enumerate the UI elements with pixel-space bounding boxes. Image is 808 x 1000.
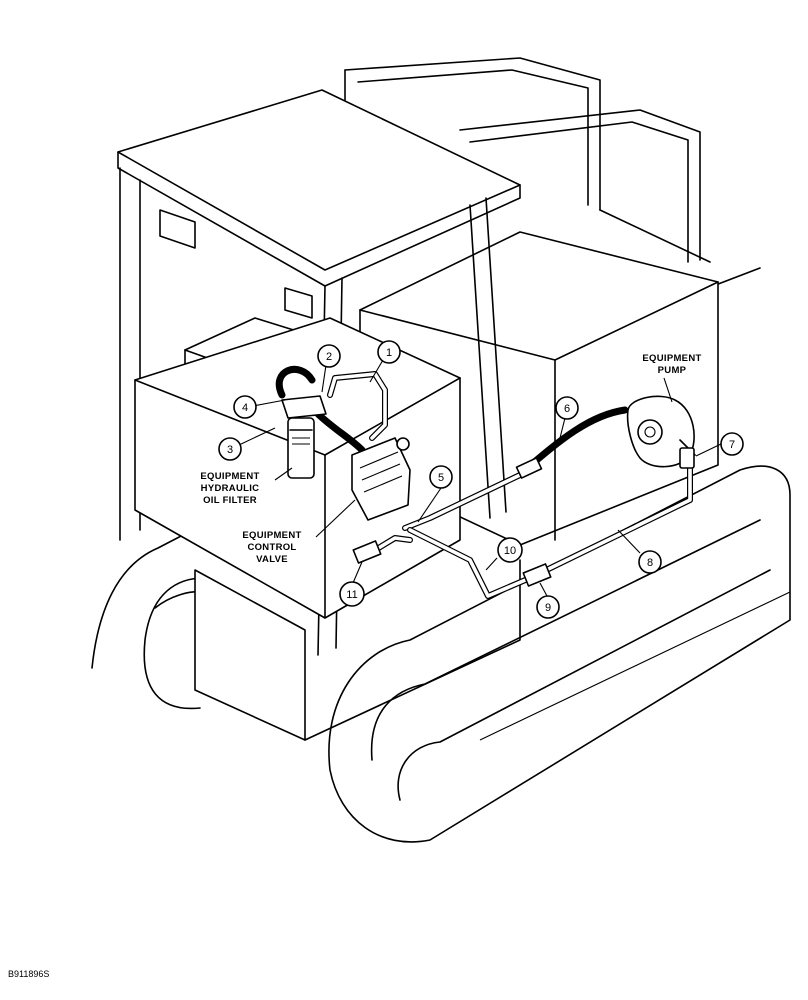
callout-10-number: 10	[504, 545, 516, 557]
callout-7-number: 7	[729, 439, 735, 451]
callout-4: 4	[233, 395, 257, 419]
rear-rops-frame	[344, 57, 711, 263]
callout-1-number: 1	[386, 347, 392, 359]
label-pump-line2: PUMP	[658, 365, 687, 376]
label-filter-line1: EQUIPMENT	[200, 471, 259, 482]
fitting-7	[679, 447, 695, 469]
callout-10: 10	[497, 537, 523, 563]
callout-1: 1	[377, 340, 401, 364]
coupler-6-end	[515, 457, 543, 479]
callout-5: 5	[429, 465, 453, 489]
label-valve-line3: VALVE	[256, 554, 288, 565]
label-filter-line3: OIL FILTER	[203, 495, 257, 506]
callout-6-number: 6	[564, 403, 570, 415]
pipe-8-10	[407, 457, 693, 599]
equipment-pump	[626, 395, 696, 468]
label-filter-line2: HYDRAULIC	[201, 483, 260, 494]
callout-8-number: 8	[647, 557, 653, 569]
label-hydraulic-oil-filter: EQUIPMENT HYDRAULIC OIL FILTER	[200, 471, 259, 506]
pipe-1	[327, 371, 388, 441]
callout-6: 6	[555, 396, 579, 420]
oil-filter	[281, 395, 327, 479]
pipe-5	[402, 472, 523, 531]
callout-5-number: 5	[438, 472, 444, 484]
callout-3-number: 3	[227, 444, 233, 456]
coupler-11	[352, 540, 382, 564]
label-valve-line2: CONTROL	[247, 542, 296, 553]
coupler-9	[522, 563, 552, 587]
callout-9: 9	[536, 595, 560, 619]
hose-4-to-2-loop	[275, 365, 316, 399]
callout-9-number: 9	[545, 602, 551, 614]
callout-4-number: 4	[242, 402, 248, 414]
figure-id: B911896S	[8, 969, 49, 979]
callout-8: 8	[638, 550, 662, 574]
pipe-11-suction	[369, 535, 413, 555]
leader-lines	[238, 359, 722, 597]
callout-7: 7	[720, 432, 744, 456]
label-valve-line1: EQUIPMENT	[242, 530, 301, 541]
control-valve	[351, 437, 411, 521]
callout-3: 3	[218, 437, 242, 461]
callout-2: 2	[317, 344, 341, 368]
right-track	[328, 465, 791, 843]
label-pump-line1: EQUIPMENT	[642, 353, 701, 364]
callout-2-number: 2	[326, 351, 332, 363]
callout-11-number: 11	[346, 589, 357, 601]
callout-11: 11	[339, 581, 365, 607]
label-equipment-pump: EQUIPMENT PUMP	[642, 353, 701, 376]
hose-to-valve	[314, 410, 366, 454]
label-control-valve: EQUIPMENT CONTROL VALVE	[242, 530, 301, 565]
